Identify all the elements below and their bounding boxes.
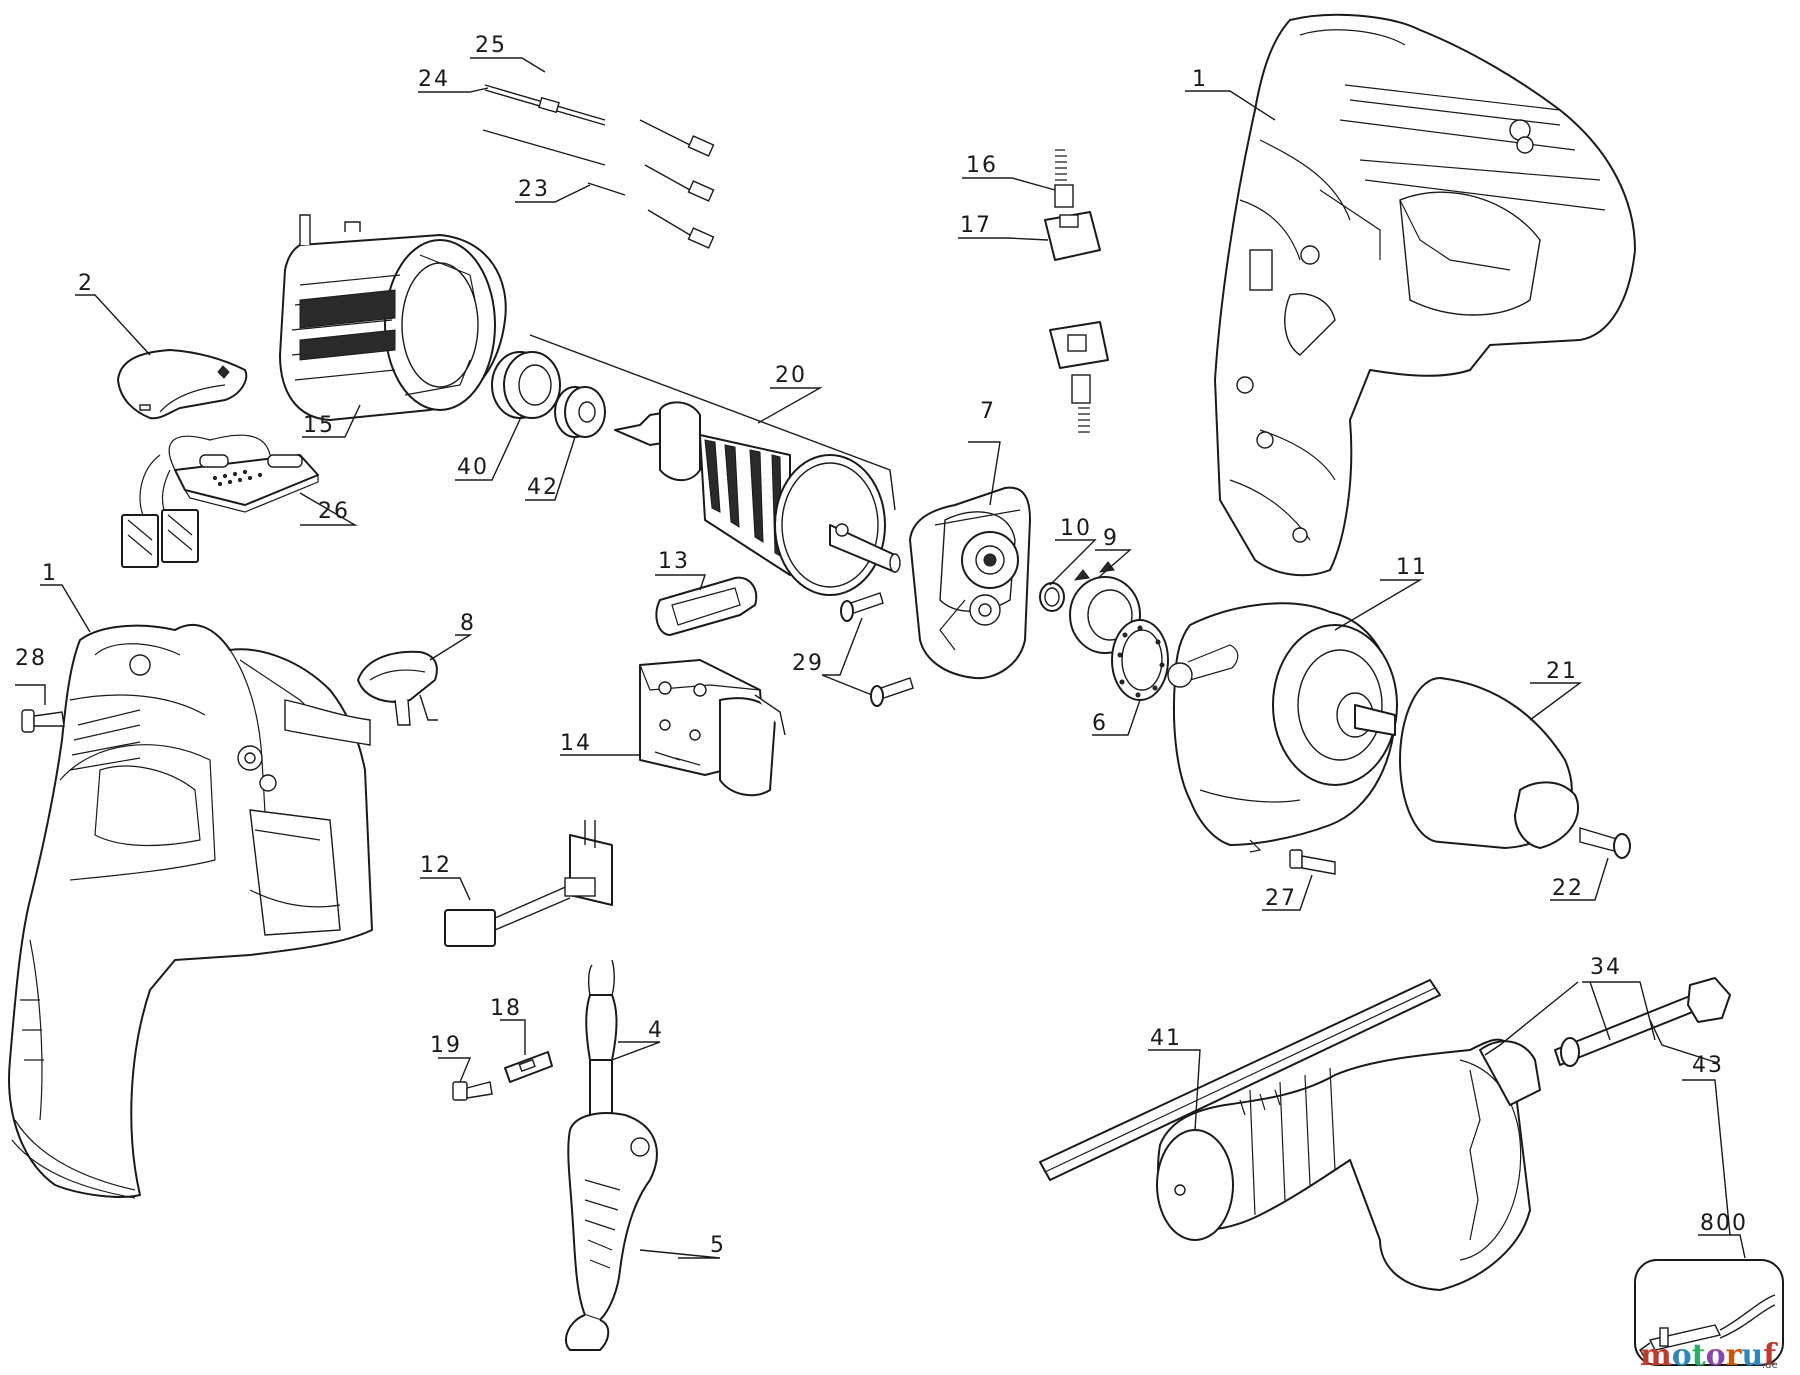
screw-19 (452, 1081, 493, 1101)
part-12-suppressor (444, 820, 613, 947)
callout-2: 2 (78, 271, 94, 296)
housing-right-half (1214, 13, 1636, 577)
part-16-spring (1054, 149, 1074, 208)
callout-8: 8 (460, 611, 476, 636)
callout-42: 42 (527, 475, 559, 500)
watermark-brand: motoruf (1640, 1338, 1778, 1373)
callout-800: 800 (1700, 1211, 1748, 1236)
callout-23: 23 (518, 177, 550, 202)
callout-21: 21 (1546, 659, 1578, 684)
callout-17: 17 (960, 213, 992, 238)
callout-26: 26 (318, 499, 350, 524)
callout-6: 6 (1092, 711, 1108, 736)
callout-1-top: 1 (1192, 67, 1208, 92)
part-42-washer (554, 386, 606, 438)
housing-left-half (8, 623, 373, 1199)
callout-29: 29 (792, 651, 824, 676)
part-800-kit (1634, 1259, 1784, 1366)
watermark-logo: motoruf .de (1640, 1338, 1778, 1373)
screw-22 (1579, 827, 1631, 859)
callout-19: 19 (430, 1033, 462, 1058)
callout-7: 7 (980, 399, 996, 424)
callout-14: 14 (560, 731, 592, 756)
callout-18: 18 (490, 996, 522, 1021)
brush-holder-lower (1049, 321, 1109, 433)
callout-13: 13 (658, 549, 690, 574)
pins-29 (840, 592, 914, 707)
part-14-switch (639, 659, 786, 797)
part-15-field-stator (279, 214, 507, 421)
screw-28 (21, 709, 65, 733)
callout-27: 27 (1265, 886, 1297, 911)
callout-25: 25 (475, 33, 507, 58)
callout-41: 41 (1150, 1026, 1182, 1051)
part-18-clamp (504, 1051, 553, 1083)
part-26-suppressor-board (121, 434, 319, 568)
callout-11: 11 (1396, 555, 1428, 580)
callout-leaders (15, 57, 1746, 1259)
callout-9: 9 (1103, 526, 1119, 551)
callout-15: 15 (303, 413, 335, 438)
callout-labels: 25 24 23 16 17 2 15 40 42 26 20 7 10 9 6… (15, 33, 1748, 1258)
screw-27 (1289, 849, 1336, 875)
callout-16: 16 (966, 153, 998, 178)
part-21-chuck (1399, 677, 1580, 849)
callout-22: 22 (1552, 876, 1584, 901)
part-11-gear-case (1167, 602, 1398, 853)
part-8-lever (357, 650, 438, 726)
part-17-brush-holder (1044, 211, 1101, 261)
callout-5: 5 (710, 1233, 726, 1258)
callout-43: 43 (1692, 1053, 1724, 1078)
callout-34: 34 (1590, 955, 1622, 980)
part-13-trigger (655, 576, 758, 636)
part-2-cover (117, 349, 248, 420)
callout-28: 28 (15, 646, 47, 671)
part-7-bearing-plate (909, 486, 1031, 680)
part-40-bearing (491, 351, 561, 419)
callout-4: 4 (648, 1018, 664, 1043)
part-20-armature (614, 401, 901, 596)
part-41-depth-rod (1039, 979, 1441, 1181)
armature-bracket-line (529, 334, 896, 511)
callout-20: 20 (775, 363, 807, 388)
part-10-ring (1039, 582, 1065, 612)
callout-1-left: 1 (42, 561, 58, 586)
part-43-bolt (1554, 977, 1731, 1067)
watermark-suffix: .de (1762, 1360, 1778, 1371)
callout-10: 10 (1060, 516, 1092, 541)
part-4-power-cord (585, 959, 618, 1119)
callout-24: 24 (418, 67, 450, 92)
callout-40: 40 (457, 455, 489, 480)
part-6-plate (1111, 619, 1169, 701)
part-5-strain-relief (565, 1112, 658, 1351)
callout-12: 12 (420, 853, 452, 878)
wire-leads (482, 84, 715, 249)
part-34-side-handle (1156, 1038, 1541, 1291)
